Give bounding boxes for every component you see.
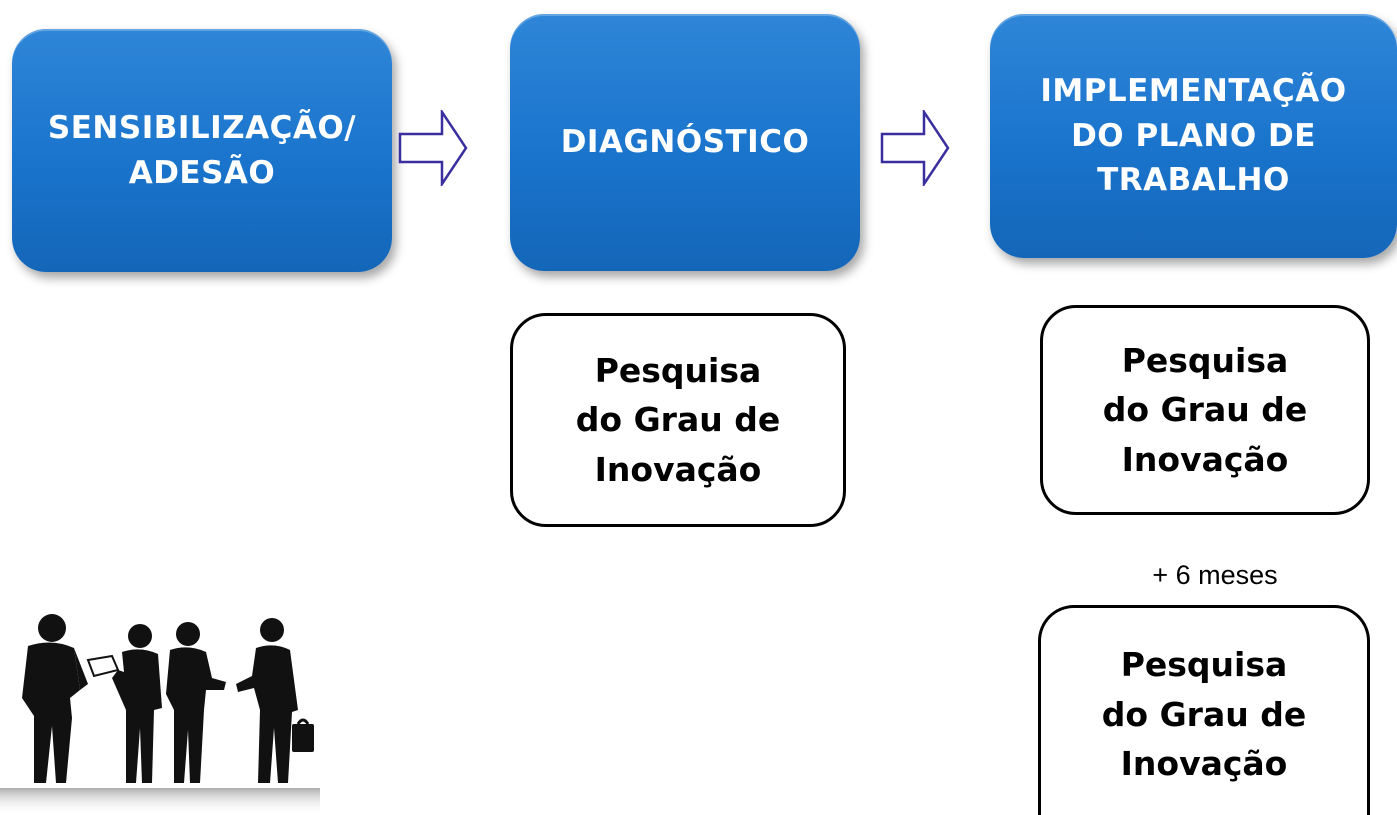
survey-box-implementacao: Pesquisa do Grau de Inovação <box>1040 305 1370 515</box>
business-people-silhouette <box>0 614 320 815</box>
step-implementacao-plano-trabalho: IMPLEMENTAÇÃO DO PLANO DE TRABALHO <box>990 14 1397 258</box>
person-silhouette-4 <box>236 618 314 783</box>
step-sensibilizacao-adesao: SENSIBILIZAÇÃO/ ADESÃO <box>12 29 392 272</box>
person-silhouette-3 <box>166 622 226 783</box>
right-arrow-outline-icon <box>398 110 468 186</box>
step-diagnostico: DIAGNÓSTICO <box>510 14 860 271</box>
right-arrow-outline-icon <box>880 110 950 186</box>
survey-box-followup: Pesquisa do Grau de Inovação <box>1038 605 1370 815</box>
interval-label: + 6 meses <box>1152 560 1278 590</box>
person-silhouette-2 <box>112 624 162 783</box>
survey-box-diagnostico: Pesquisa do Grau de Inovação <box>510 313 846 527</box>
person-silhouette-1 <box>22 614 88 783</box>
